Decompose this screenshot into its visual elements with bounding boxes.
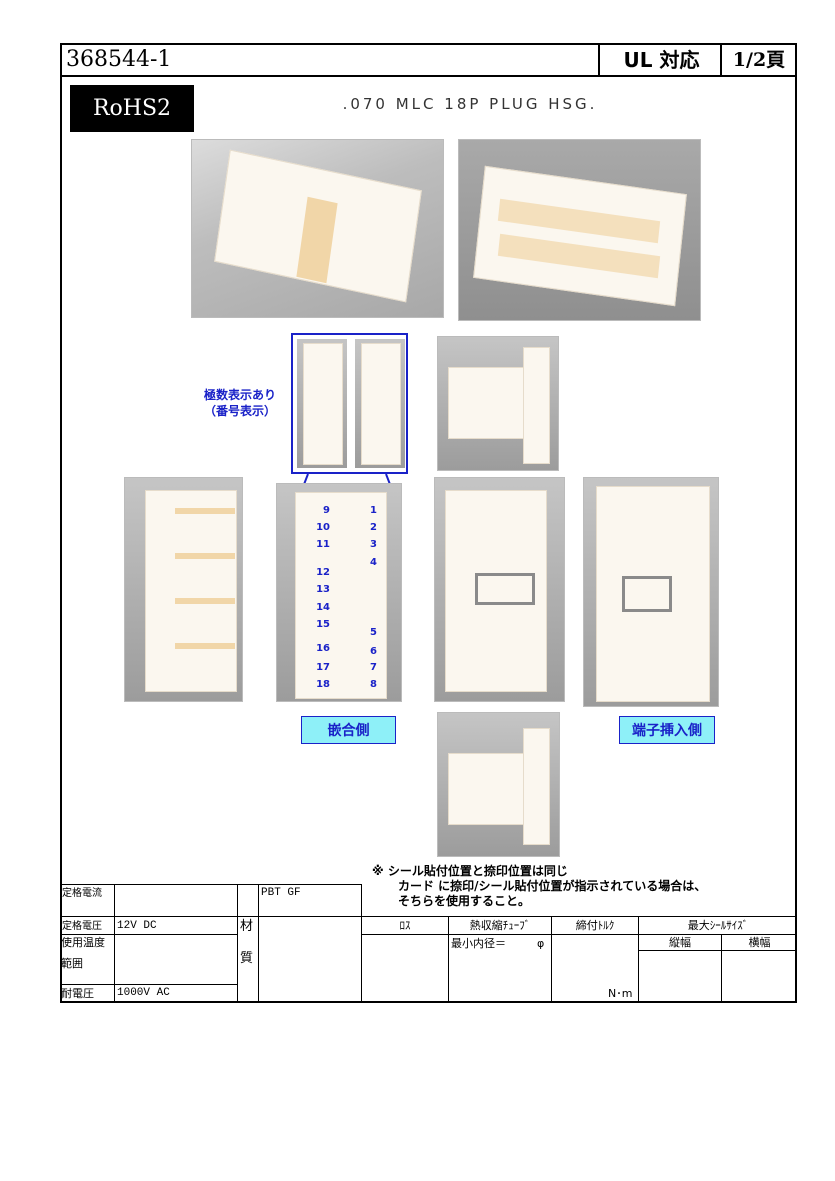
table-v7 [638,916,639,1002]
pin-label-16: 16 [316,643,330,654]
material-label-2: 質 [240,951,254,966]
product-title: .070 MLC 18P PLUG HSG. [342,95,598,113]
rated-voltage-label: 定格電圧 [62,921,102,932]
note-line1: ※ シール貼付位置と捺印位置は同じ [372,864,568,878]
table-v3 [258,884,259,1002]
temp-label-1: 使用温度 [61,936,105,949]
table-top-line [60,884,362,885]
pin-label-9: 9 [323,505,330,516]
note-line3: そちらを使用すること。 [398,894,531,908]
temp-label-2: 範囲 [61,957,83,970]
photo-side-detail-1 [297,339,347,468]
table-v1 [114,884,115,1002]
pin-label-2: 2 [370,522,377,533]
table-line-4 [638,950,797,951]
table-v8 [721,934,722,1002]
table-line-5 [60,984,237,985]
photo-isometric-rear [458,139,701,321]
photo-mating-face [276,483,402,702]
pin-label-3: 3 [370,539,377,550]
table-v6 [551,916,552,1002]
table-v2 [237,884,238,1002]
torque-label: 締付ﾄﾙｸ [575,919,615,932]
rohs-badge: RoHS2 [70,85,194,132]
rated-voltage-value: 12V DC [117,920,157,932]
pin-label-18: 18 [316,679,330,690]
table-v4 [361,884,362,1002]
pin-label-10: 10 [316,522,330,533]
pin-label-11: 11 [316,539,330,550]
part-number: 368544-1 [66,47,172,72]
pole-number-detail-box [291,333,408,474]
header-divider-v1 [598,43,600,76]
drawing-frame [60,43,797,1003]
pole-display-line2: （番号表示） [203,404,276,418]
photo-terminal-face [583,477,719,707]
header-divider [60,75,797,77]
photo-side-detail-2 [355,339,405,468]
pin-label-15: 15 [316,619,330,630]
mating-side-label: 嵌合側 [301,716,396,744]
withstand-label: 耐電圧 [61,987,94,1000]
note-line2: カード に捺印/シール貼付位置が指示されている場合は、 [398,879,707,893]
pole-display-note: 極数表示あり （番号表示） [190,387,290,419]
material-label-1: 材 [240,919,254,934]
table-v5 [448,916,449,1002]
ul-label: UL 対応 [623,48,700,72]
ros-label: ﾛｽ [399,919,411,932]
photo-isometric-front [191,139,444,318]
pin-label-6: 6 [370,646,377,657]
torque-unit: N･m [608,987,633,1000]
tube-min-label: 最小内径＝ [451,937,506,950]
pin-label-12: 12 [316,567,330,578]
pin-label-17: 17 [316,662,330,673]
pin-label-7: 7 [370,662,377,673]
seal-width-label: 横幅 [748,936,771,949]
latch-outline-rear [622,576,672,612]
pin-label-8: 8 [370,679,377,690]
seal-height-label: 縦幅 [669,936,691,949]
table-line-3 [60,934,237,935]
withstand-value: 1000V AC [117,987,170,999]
rated-current-label: 定格電流 [62,888,102,899]
header-divider-v2 [720,43,722,76]
terminal-side-label: 端子挿入側 [619,716,715,744]
page-label: 1/2頁 [732,49,786,71]
tube-unit: φ [537,937,545,950]
photo-side-bottom [437,712,560,857]
pin-label-1: 1 [370,505,377,516]
seal-label: 最大ｼｰﾙｻｲｽﾞ [687,919,749,932]
pin-label-13: 13 [316,584,330,595]
photo-side-top [437,336,559,471]
photo-top-view [124,477,243,702]
pin-label-5: 5 [370,627,377,638]
latch-outline [475,573,535,605]
pin-label-4: 4 [370,557,377,568]
tube-label: 熱収縮ﾁｭｰﾌﾞ [469,919,531,932]
seal-position-note: ※ シール貼付位置と捺印位置は同じ カード に捺印/シール貼付位置が指示されてい… [372,864,706,909]
table-line-3b [362,934,797,935]
photo-front-view [434,477,565,702]
pin-label-14: 14 [316,602,330,613]
pole-display-line1: 極数表示あり [203,388,276,402]
table-line-2 [60,916,797,917]
material-value: PBT GF [261,887,301,899]
